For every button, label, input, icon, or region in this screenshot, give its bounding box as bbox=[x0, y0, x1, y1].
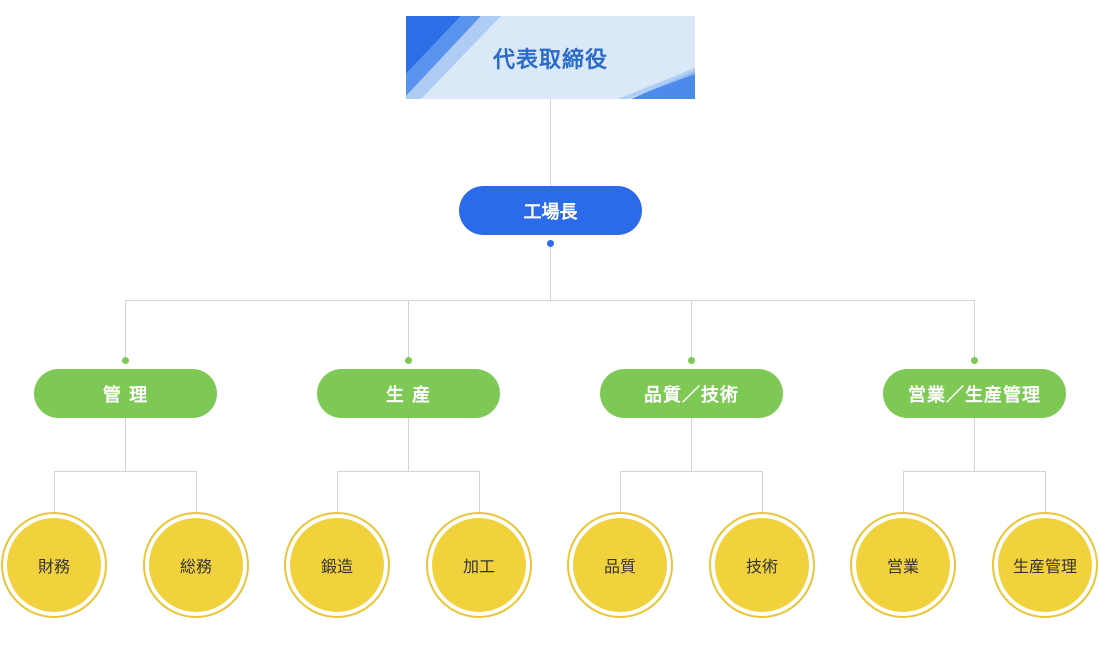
factory-manager-node: 工場長 bbox=[459, 186, 642, 235]
department-label: 営業／生産管理 bbox=[908, 384, 1041, 406]
connector-dept-1-down bbox=[125, 418, 126, 472]
unit-label: 技術 bbox=[745, 557, 778, 576]
ceo-label: 代表取締役 bbox=[492, 47, 608, 73]
manager-connector-dot bbox=[547, 240, 554, 247]
unit-label: 営業 bbox=[886, 557, 919, 576]
department-node-admin: 管 理 bbox=[34, 369, 217, 418]
unit-node-forging: 鍛造 bbox=[284, 512, 390, 618]
unit-label: 総務 bbox=[179, 557, 212, 576]
department-label: 管 理 bbox=[102, 384, 149, 406]
factory-manager-label: 工場長 bbox=[523, 201, 578, 223]
connector-department-bus bbox=[125, 300, 975, 301]
unit-node-technology: 技術 bbox=[709, 512, 815, 618]
connector-dept-4-bus bbox=[903, 471, 1046, 472]
connector-unit-3a bbox=[620, 471, 621, 512]
unit-node-quality: 品質 bbox=[567, 512, 673, 618]
connector-unit-2b bbox=[479, 471, 480, 512]
dept-4-dot bbox=[971, 357, 978, 364]
department-node-sales-planning: 営業／生産管理 bbox=[883, 369, 1066, 418]
dept-1-dot bbox=[122, 357, 129, 364]
unit-node-sales: 営業 bbox=[850, 512, 956, 618]
unit-node-production-planning: 生産管理 bbox=[992, 512, 1098, 618]
connector-dept-3-down bbox=[691, 418, 692, 472]
connector-dept-3-bus bbox=[620, 471, 763, 472]
connector-dept-2-down bbox=[408, 418, 409, 472]
unit-node-finance: 財務 bbox=[1, 512, 107, 618]
connector-unit-1a bbox=[54, 471, 55, 512]
decorative-corner-graphic bbox=[406, 16, 695, 99]
connector-dept-2-bus bbox=[337, 471, 480, 472]
connector-dept-4-down bbox=[974, 418, 975, 472]
connector-dept-4-drop bbox=[974, 300, 975, 360]
connector-manager-down bbox=[550, 245, 551, 301]
connector-unit-4b bbox=[1045, 471, 1046, 512]
unit-node-general-affairs: 総務 bbox=[143, 512, 249, 618]
department-node-quality-tech: 品質／技術 bbox=[600, 369, 783, 418]
ceo-node: 代表取締役 bbox=[406, 16, 695, 99]
department-label: 品質／技術 bbox=[644, 384, 739, 406]
connector-unit-3b bbox=[762, 471, 763, 512]
dept-2-dot bbox=[405, 357, 412, 364]
unit-label: 鍛造 bbox=[320, 557, 353, 576]
unit-label: 加工 bbox=[462, 557, 495, 576]
dept-3-dot bbox=[688, 357, 695, 364]
unit-label: 生産管理 bbox=[1012, 557, 1077, 576]
unit-label: 財務 bbox=[37, 557, 70, 576]
connector-unit-4a bbox=[903, 471, 904, 512]
department-node-production: 生 産 bbox=[317, 369, 500, 418]
connector-dept-3-drop bbox=[691, 300, 692, 360]
connector-top-to-manager bbox=[550, 99, 551, 186]
connector-dept-1-bus bbox=[54, 471, 197, 472]
department-label: 生 産 bbox=[385, 384, 432, 406]
unit-label: 品質 bbox=[603, 557, 636, 576]
connector-dept-2-drop bbox=[408, 300, 409, 360]
unit-node-machining: 加工 bbox=[426, 512, 532, 618]
connector-dept-1-drop bbox=[125, 300, 126, 360]
connector-unit-1b bbox=[196, 471, 197, 512]
connector-unit-2a bbox=[337, 471, 338, 512]
